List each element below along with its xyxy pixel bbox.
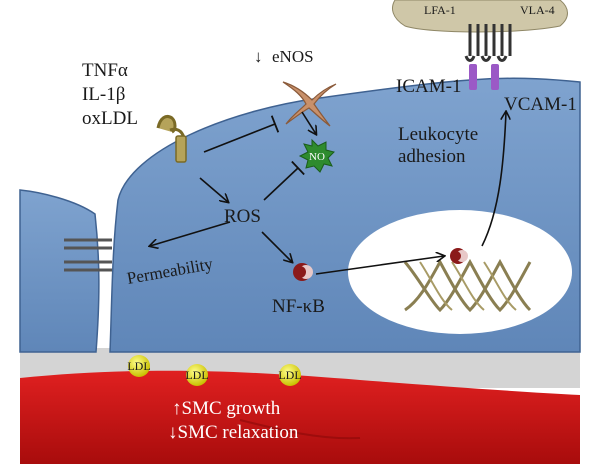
no-label: NO	[309, 151, 325, 163]
stimulus-il1-label: IL-1β	[82, 84, 125, 105]
nucleus	[348, 210, 572, 334]
dna-helix	[403, 258, 532, 313]
ldl-label: LDL	[185, 368, 208, 382]
receptor-to-ros-arrow	[199, 177, 228, 202]
vcam1-molecule	[491, 64, 499, 90]
ros-label: ROS	[224, 206, 261, 227]
vla4-label: VLA-4	[520, 3, 555, 17]
adhesion-label: adhesion	[398, 146, 466, 167]
receptor-inhibits-enos	[203, 115, 280, 153]
ros-to-permeability-arrow	[150, 221, 231, 246]
ldl-label: LDL	[278, 368, 301, 382]
vcam1-label: VCAM-1	[504, 94, 577, 115]
smc-relaxation-label: ↓SMC relaxation	[168, 422, 299, 443]
enos-enzyme-icon	[282, 81, 337, 127]
icam1-label: ICAM-1	[396, 76, 461, 97]
ldl-particle: LDL	[127, 355, 151, 377]
smooth-muscle-fold	[239, 419, 361, 440]
cell-junction	[64, 238, 112, 272]
no-burst-icon	[298, 138, 335, 173]
smooth-muscle-layer	[20, 370, 580, 464]
nuclear-nfkb-icon	[450, 248, 468, 264]
left-endothelial-cell	[19, 189, 100, 353]
leukocyte-membrane	[392, 0, 568, 33]
ros-to-nfkb-arrow	[261, 231, 292, 262]
stimulus-oxldl-label: oxLDL	[82, 108, 138, 129]
ros-inhibits-no	[263, 160, 305, 201]
nfkb-to-nucleus-arrow	[315, 256, 444, 275]
lfa1-label: LFA-1	[424, 3, 456, 17]
nucleus-to-vcam1-arrow	[481, 112, 506, 247]
integrin-receptors	[464, 24, 512, 62]
cytokine-receptor-icon	[156, 114, 187, 163]
leukocyte-label: Leukocyte	[398, 124, 478, 145]
nfkb-complex-icon	[293, 263, 313, 281]
ldl-particle: LDL	[185, 364, 209, 386]
ldl-particle: LDL	[278, 364, 302, 386]
nfkb-label: NF-κB	[272, 296, 325, 317]
enos-label: eNOS	[272, 47, 314, 66]
enos-decrease-arrow: ↓	[254, 47, 263, 66]
smc-growth-label: ↑SMC growth	[172, 398, 281, 419]
stimulus-tnf-label: TNFα	[82, 60, 128, 81]
icam1-molecule	[469, 64, 477, 90]
enos-to-no-arrow	[301, 111, 316, 134]
ldl-label: LDL	[127, 359, 150, 373]
